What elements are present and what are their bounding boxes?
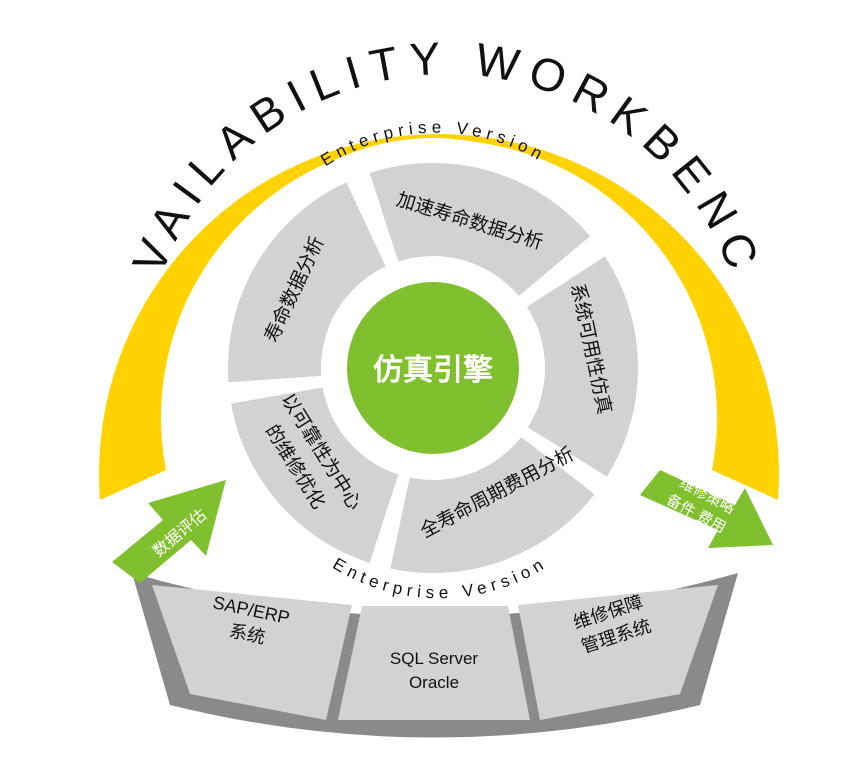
block-center bbox=[338, 606, 530, 720]
segment-accelerated-life bbox=[369, 163, 591, 297]
core-circle bbox=[347, 282, 519, 454]
block-right bbox=[518, 585, 718, 720]
arrow-left: 数据评估 bbox=[112, 480, 226, 583]
module-segments bbox=[228, 163, 638, 574]
block-center-line2: Oracle bbox=[409, 673, 459, 692]
segment-system-availability bbox=[526, 256, 638, 477]
block-center-line1: SQL Server bbox=[390, 649, 479, 668]
bottom-blocks bbox=[132, 573, 738, 738]
segment-lcc bbox=[390, 436, 595, 574]
segment-rcm bbox=[231, 387, 399, 563]
core-label: 仿真引擎 bbox=[373, 353, 493, 388]
block-left bbox=[152, 585, 352, 720]
segment-life-data bbox=[228, 182, 386, 383]
